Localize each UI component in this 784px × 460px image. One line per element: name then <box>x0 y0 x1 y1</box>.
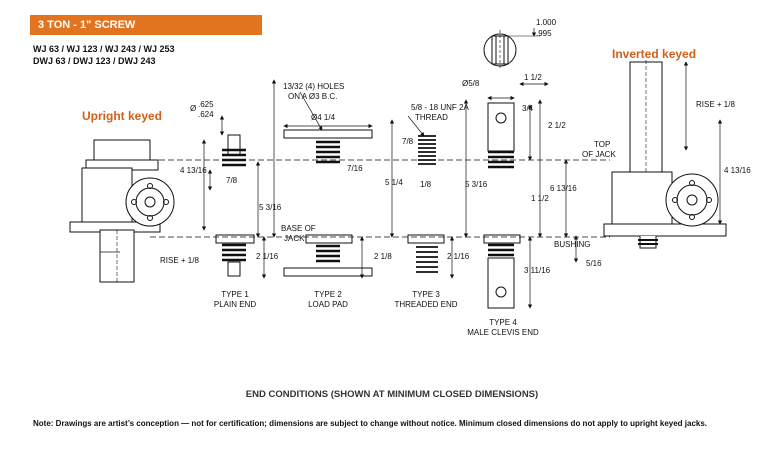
type-1-title: TYPE 1 <box>221 290 249 299</box>
type-3-title: TYPE 3 <box>412 290 440 299</box>
disclaimer-note: Note: Drawings are artist’s conception —… <box>33 419 708 428</box>
shaft-end-view <box>483 30 540 70</box>
type-2-load-pad <box>283 129 373 277</box>
top-of-jack-label-1: TOP <box>594 140 611 149</box>
dim-1-8-label: 1/8 <box>420 180 432 189</box>
dim-1000-label: 1.000 <box>536 18 557 27</box>
dim-6-13-16-label: 6 13/16 <box>550 184 577 193</box>
dim-5-3-16-a-label: 5 3/16 <box>259 203 282 212</box>
dim-3-11-16-label: 3 11/16 <box>524 266 551 275</box>
dia-5-8-label: Ø5/8 <box>462 79 480 88</box>
dim-7-16-label: 7/16 <box>347 164 363 173</box>
top-of-jack-label-2: OF JACK <box>582 150 616 159</box>
dim-4-13-16-right-label: 4 13/16 <box>724 166 751 175</box>
section-header: 3 TON - 1" SCREW <box>30 15 262 35</box>
figure-caption: END CONDITIONS (SHOWN AT MINIMUM CLOSED … <box>245 389 539 400</box>
inverted-keyed-label: Inverted keyed <box>612 47 697 61</box>
type-2-desc: LOAD PAD <box>308 300 348 309</box>
type-2-title: TYPE 2 <box>314 290 342 299</box>
base-of-jack-label-2: JACK <box>284 234 305 243</box>
dimension-lines <box>100 28 723 309</box>
dia-624-label: .624 <box>198 110 214 119</box>
thread-label-1: 5/8 - 18 UNF 2A <box>411 103 469 112</box>
type-4-clevis-end <box>483 102 521 309</box>
upright-keyed-jack <box>69 139 175 283</box>
holes-label-2: ON A Ø3 B.C. <box>288 92 338 101</box>
rise-left-label: RISE + 1/8 <box>160 256 199 265</box>
type-1-caption: TYPE 1 PLAIN END <box>205 290 265 310</box>
dia-4-1-4-label: Ø4 1/4 <box>311 113 336 122</box>
dim-4-13-16-left-label: 4 13/16 <box>180 166 207 175</box>
dia-symbol-label: Ø <box>190 104 197 113</box>
type-4-title: TYPE 4 <box>489 318 517 327</box>
base-of-jack-label-1: BASE OF <box>281 224 316 233</box>
dim-3-4-label: 3/4 <box>522 104 534 113</box>
dim-2-1-16-a-label: 2 1/16 <box>256 252 279 261</box>
dia-1-1-2-label: 1 1/2 <box>524 73 542 82</box>
bushing-label: BUSHING <box>554 240 591 249</box>
type-3-caption: TYPE 3 THREADED END <box>386 290 466 310</box>
holes-label-1: 13/32 (4) HOLES <box>283 82 345 91</box>
dim-995-label: .995 <box>536 29 552 38</box>
dim-5-1-4-label: 5 1/4 <box>385 178 403 187</box>
dim-2-1-2-label: 2 1/2 <box>548 121 566 130</box>
type-4-caption: TYPE 4 MALE CLEVIS END <box>458 318 548 338</box>
model-list: WJ 63 / WJ 123 / WJ 243 / WJ 253 DWJ 63 … <box>33 43 175 67</box>
type-2-caption: TYPE 2 LOAD PAD <box>296 290 360 310</box>
dim-2-1-16-b-label: 2 1/16 <box>447 252 470 261</box>
model-line-1: WJ 63 / WJ 123 / WJ 243 / WJ 253 <box>33 44 175 54</box>
type-4-desc: MALE CLEVIS END <box>467 328 539 337</box>
upright-keyed-label: Upright keyed <box>82 109 163 123</box>
dim-5-16-label: 5/16 <box>586 259 602 268</box>
type-3-threaded-end <box>407 135 445 273</box>
thread-label-2: THREAD <box>415 113 448 122</box>
rise-right-label: RISE + 1/8 <box>696 100 735 109</box>
dim-2-1-8-label: 2 1/8 <box>374 252 392 261</box>
inverted-keyed-jack <box>603 60 727 249</box>
dia-625-label: .625 <box>198 100 214 109</box>
type-1-plain-end <box>215 134 255 277</box>
type-3-desc: THREADED END <box>394 300 458 309</box>
dim-7-8-a-label: 7/8 <box>226 176 238 185</box>
dim-5-3-16-b-label: 5 3/16 <box>465 180 488 189</box>
dim-7-8-b-label: 7/8 <box>402 137 414 146</box>
type-1-desc: PLAIN END <box>213 300 257 309</box>
dim-1-1-2-label: 1 1/2 <box>531 194 549 203</box>
model-line-2: DWJ 63 / DWJ 123 / DWJ 243 <box>33 56 156 66</box>
